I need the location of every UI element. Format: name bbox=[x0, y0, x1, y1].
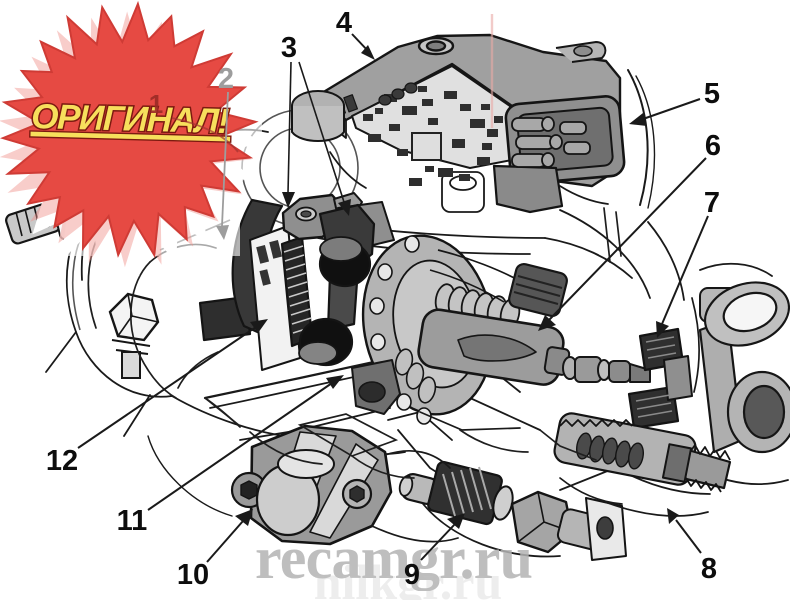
svg-text:3: 3 bbox=[281, 32, 297, 64]
svg-text:7: 7 bbox=[704, 187, 720, 219]
svg-text:6: 6 bbox=[705, 130, 721, 162]
svg-text:4: 4 bbox=[336, 7, 352, 39]
svg-text:9: 9 bbox=[404, 559, 420, 591]
svg-text:5: 5 bbox=[704, 78, 720, 110]
svg-text:1: 1 bbox=[149, 89, 163, 119]
svg-text:nilkgr.ru: nilkgr.ru bbox=[314, 554, 503, 600]
svg-text:8: 8 bbox=[701, 553, 717, 585]
svg-text:recamgr.ru: recamgr.ru bbox=[255, 525, 533, 591]
svg-text:12: 12 bbox=[46, 445, 78, 477]
svg-text:11: 11 bbox=[117, 505, 148, 537]
svg-text:2: 2 bbox=[218, 63, 234, 95]
svg-text:10: 10 bbox=[177, 559, 209, 591]
